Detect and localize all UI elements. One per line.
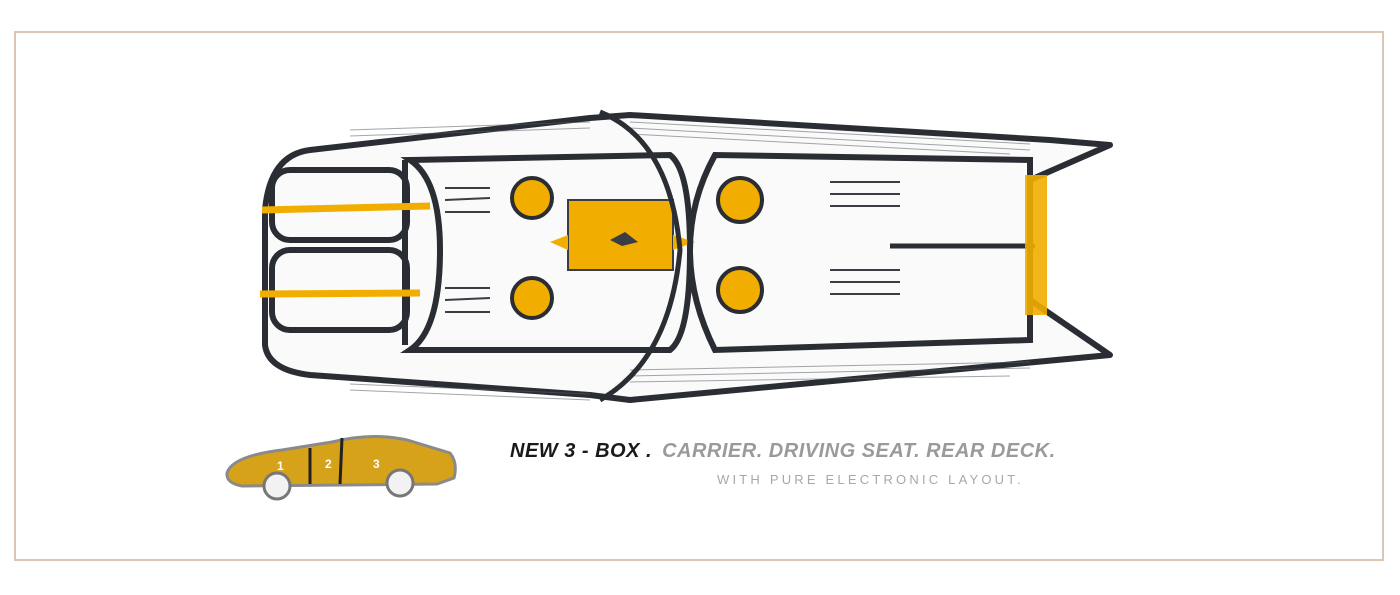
image-frame	[14, 31, 1384, 561]
car-top-view-sketch	[250, 100, 1130, 410]
side-view-car-thumbnail: 1 2 3	[222, 428, 460, 508]
section-label-3: 3	[373, 457, 380, 471]
caption-subline: WITH PURE ELECTRONIC LAYOUT.	[717, 472, 1024, 487]
headline-main: NEW 3 - BOX .	[510, 440, 653, 462]
section-label-2: 2	[325, 457, 332, 471]
caption-headline: NEW 3 - BOX . CARRIER. DRIVING SEAT. REAR…	[510, 440, 1056, 463]
headline-rest: CARRIER. DRIVING SEAT. REAR DECK.	[662, 440, 1056, 462]
section-label-1: 1	[277, 459, 284, 473]
